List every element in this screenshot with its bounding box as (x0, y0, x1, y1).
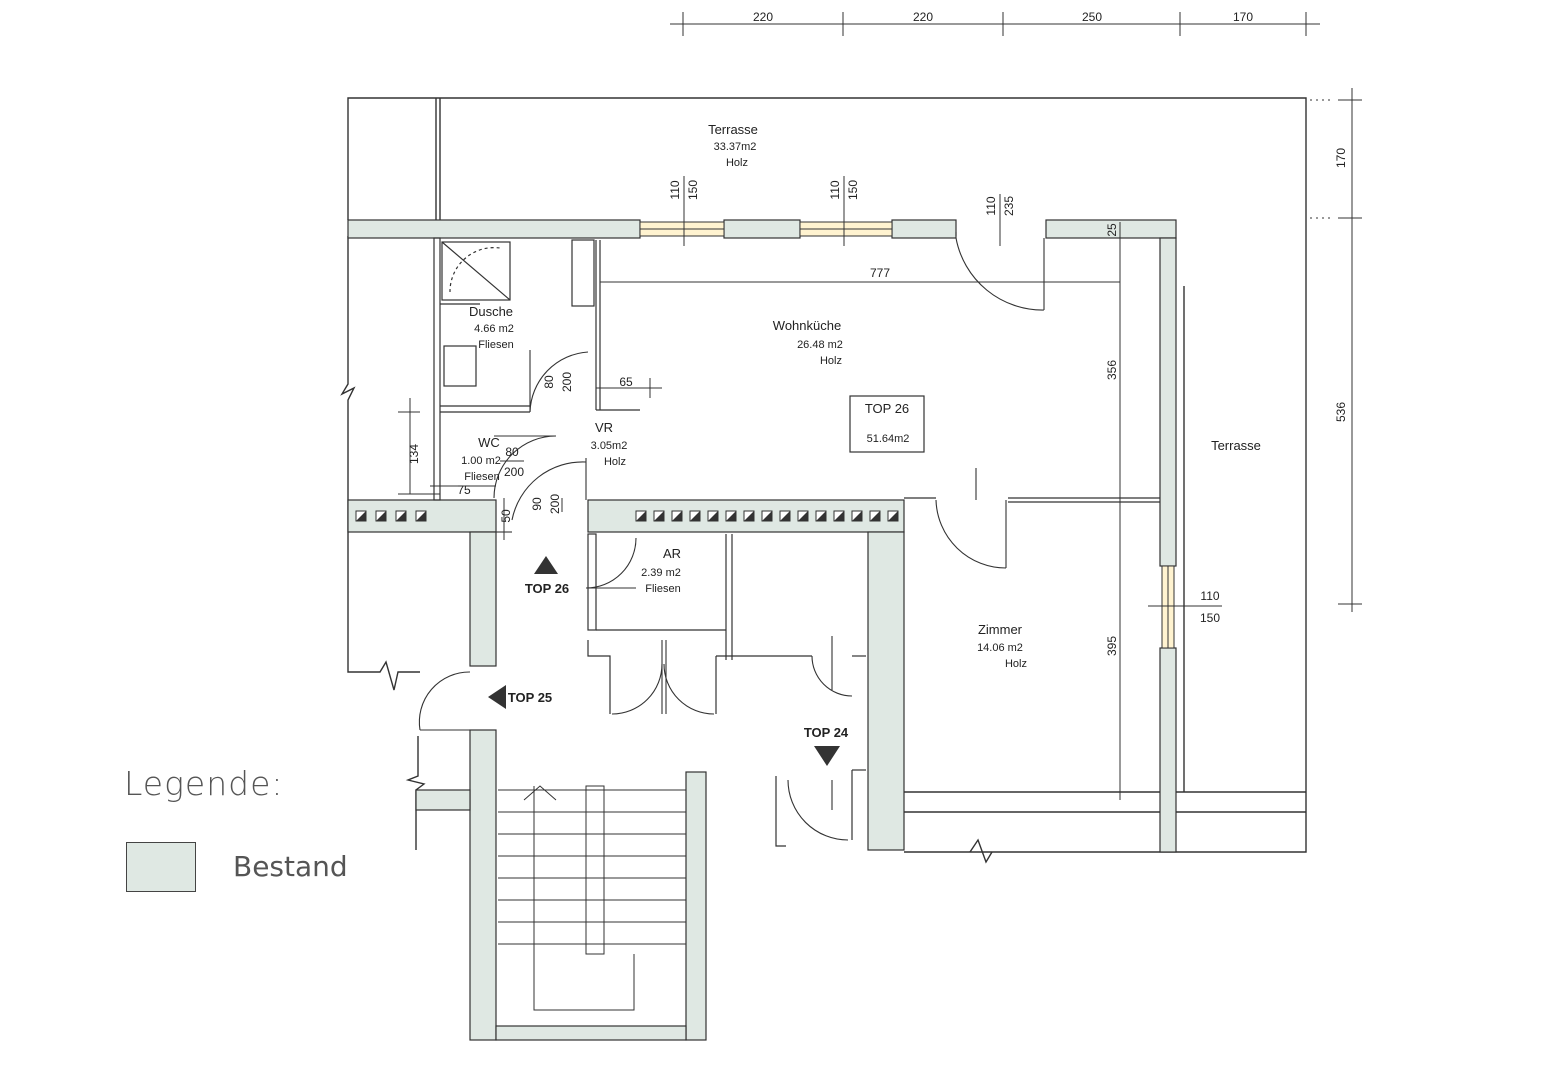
outline (340, 97, 1307, 864)
room-name: Zimmer (978, 622, 1023, 637)
dim-wohnkueche-depth: 356 (1105, 360, 1119, 380)
marker-label: TOP 25 (508, 690, 552, 705)
side-window-height: 150 (1200, 611, 1220, 625)
terrace-door-height: 235 (1002, 196, 1016, 216)
room-name: WC (478, 435, 500, 450)
room-name: Wohnküche (773, 318, 841, 333)
window-1-width: 110 (668, 180, 682, 199)
dim-wc-75: 75 (457, 483, 471, 497)
room-name: VR (595, 420, 613, 435)
dim-vr-65: 65 (619, 375, 633, 389)
room-wc: WC 1.00 m2 Fliesen (461, 435, 501, 483)
window-lines (640, 228, 1169, 648)
arrow-up-icon (534, 556, 558, 574)
unit-box: TOP 26 51.64m2 (849, 395, 925, 453)
interior-dimension-lines (398, 176, 1222, 800)
marker-label: TOP 24 (804, 725, 849, 740)
marker-label: TOP 26 (525, 581, 569, 596)
room-name: Dusche (469, 304, 513, 319)
room-area: 4.66 m2 (474, 323, 514, 335)
terrace-door-width: 110 (984, 196, 998, 215)
dim-top-4: 170 (1233, 10, 1253, 24)
room-floor: Holz (726, 157, 748, 169)
room-wohnkueche: Wohnküche 26.48 m2 Holz (773, 318, 843, 367)
arrow-down-icon (814, 746, 840, 766)
room-name: AR (663, 546, 681, 561)
entry-door-width: 90 (530, 497, 544, 511)
room-area: 14.06 m2 (977, 642, 1023, 654)
room-area: 26.48 m2 (797, 339, 843, 351)
legend-label-bestand: Bestand (233, 850, 348, 883)
doors (418, 232, 1045, 841)
room-dusche: Dusche 4.66 m2 Fliesen (469, 304, 514, 351)
dusche-door-height: 200 (560, 372, 574, 392)
dusche-door-width: 80 (542, 375, 556, 389)
dim-right-2: 536 (1334, 402, 1348, 422)
arrow-left-icon (488, 685, 506, 709)
existing-walls (347, 219, 1177, 1041)
dim-top-1: 220 (753, 10, 773, 24)
unit-area: 51.64m2 (867, 433, 910, 445)
dim-right-1: 170 (1334, 148, 1348, 168)
room-floor: Holz (820, 355, 842, 367)
room-floor: Holz (604, 456, 626, 468)
legend-title: Legende: (124, 764, 284, 803)
window-1-height: 150 (686, 180, 700, 200)
room-area: 3.05m2 (591, 440, 628, 452)
window-2-height: 150 (846, 180, 860, 200)
dim-top-3: 250 (1082, 10, 1102, 24)
room-zimmer: Zimmer 14.06 m2 Holz (977, 622, 1027, 670)
room-floor: Fliesen (464, 471, 499, 483)
room-floor: Holz (1005, 658, 1027, 670)
dim-wc-134: 134 (407, 444, 421, 464)
wc-door-width: 80 (505, 445, 519, 459)
room-terrasse-top: Terrasse 33.37m2 Holz (708, 122, 758, 169)
unit-name: TOP 26 (865, 401, 909, 416)
dim-wall-25: 25 (1105, 223, 1119, 237)
room-vr: VR 3.05m2 Holz (591, 420, 628, 468)
right-dimension-chain (1310, 88, 1362, 612)
room-name: Terrasse (1211, 438, 1261, 453)
marker-top25: TOP 25 (488, 685, 552, 709)
room-area: 33.37m2 (714, 141, 757, 153)
room-terrasse-side: Terrasse (1211, 438, 1261, 453)
interior-walls (433, 237, 1160, 847)
room-area: 1.00 m2 (461, 455, 501, 467)
wc-door-height: 200 (504, 465, 524, 479)
entry-door-height: 200 (548, 494, 562, 514)
room-floor: Fliesen (645, 583, 680, 595)
room-name: Terrasse (708, 122, 758, 137)
staircase (498, 785, 686, 1011)
marker-top26: TOP 26 (525, 556, 569, 596)
dim-top-2: 220 (913, 10, 933, 24)
legend-swatch-bestand (126, 842, 196, 892)
side-window-width: 110 (1200, 589, 1219, 603)
dim-zimmer-depth: 395 (1105, 636, 1119, 656)
room-ar: AR 2.39 m2 Fliesen (641, 546, 681, 595)
dim-wc-50: 50 (499, 509, 513, 523)
room-area: 2.39 m2 (641, 567, 681, 579)
wall-hatch-markers (355, 510, 899, 522)
room-floor: Fliesen (478, 339, 513, 351)
top-dimension-chain (670, 12, 1320, 36)
dim-wohnkueche-width: 777 (870, 266, 890, 280)
marker-top24: TOP 24 (804, 725, 849, 766)
window-2-width: 110 (828, 180, 842, 199)
